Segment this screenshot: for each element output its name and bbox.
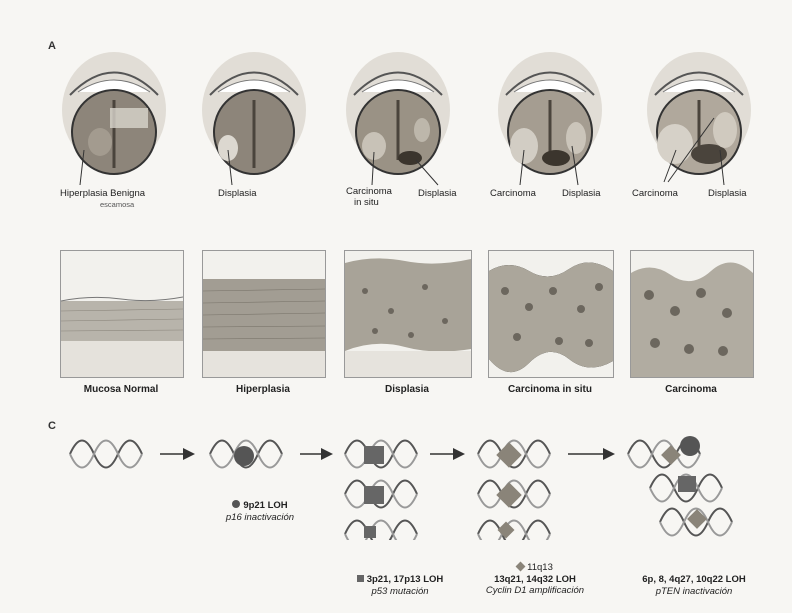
- label-hiperplasia-benigna: Hiperplasia Benigna escamosa: [60, 188, 145, 210]
- label-carcinoma-4: Carcinoma: [490, 188, 536, 199]
- marker-label-3p21: 3p21, 17p13 LOH p53 mutación: [330, 574, 470, 597]
- dna-stage-2: [210, 441, 282, 468]
- square-marker-icon: [357, 575, 364, 582]
- histology-carcinoma: [630, 250, 754, 378]
- histology-label-displasia: Displasia: [344, 384, 470, 395]
- histology-label-carcinoma: Carcinoma: [630, 384, 752, 395]
- histology-normal: [60, 250, 184, 378]
- label-displasia-2: Displasia: [218, 188, 257, 199]
- label-carcinoma-5: Carcinoma: [632, 188, 678, 199]
- histology-label-carcinoma-in-situ: Carcinoma in situ: [488, 384, 612, 395]
- label-displasia-4: Displasia: [562, 188, 601, 199]
- marker-label-11q13: 11q13 13q21, 14q32 LOH Cyclin D1 amplifi…: [460, 562, 610, 597]
- dna-stage-5: [628, 436, 732, 536]
- histology-label-normal: Mucosa Normal: [60, 384, 182, 395]
- label-displasia-5: Displasia: [708, 188, 747, 199]
- label-displasia-3: Displasia: [418, 188, 457, 199]
- progression-diagram: [0, 420, 792, 540]
- annotation-lines: [0, 0, 792, 220]
- circle-marker-icon: [232, 500, 240, 508]
- diamond-marker-icon: [516, 562, 526, 572]
- marker-label-6p: 6p, 8, 4q27, 10q22 LOH pTEN inactivación: [614, 574, 774, 597]
- histology-displasia: [344, 250, 472, 378]
- dna-stage-3: [345, 441, 417, 541]
- histology-hiperplasia: [202, 250, 326, 378]
- dna-stage-1: [70, 441, 142, 468]
- marker-label-9p21: 9p21 LOH p16 inactivación: [200, 500, 320, 523]
- histology-carcinoma-in-situ: [488, 250, 614, 378]
- label-carcinoma-in-situ: Carcinoma in situ: [346, 186, 392, 208]
- dna-stage-4: [478, 441, 550, 541]
- histology-label-hiperplasia: Hiperplasia: [202, 384, 324, 395]
